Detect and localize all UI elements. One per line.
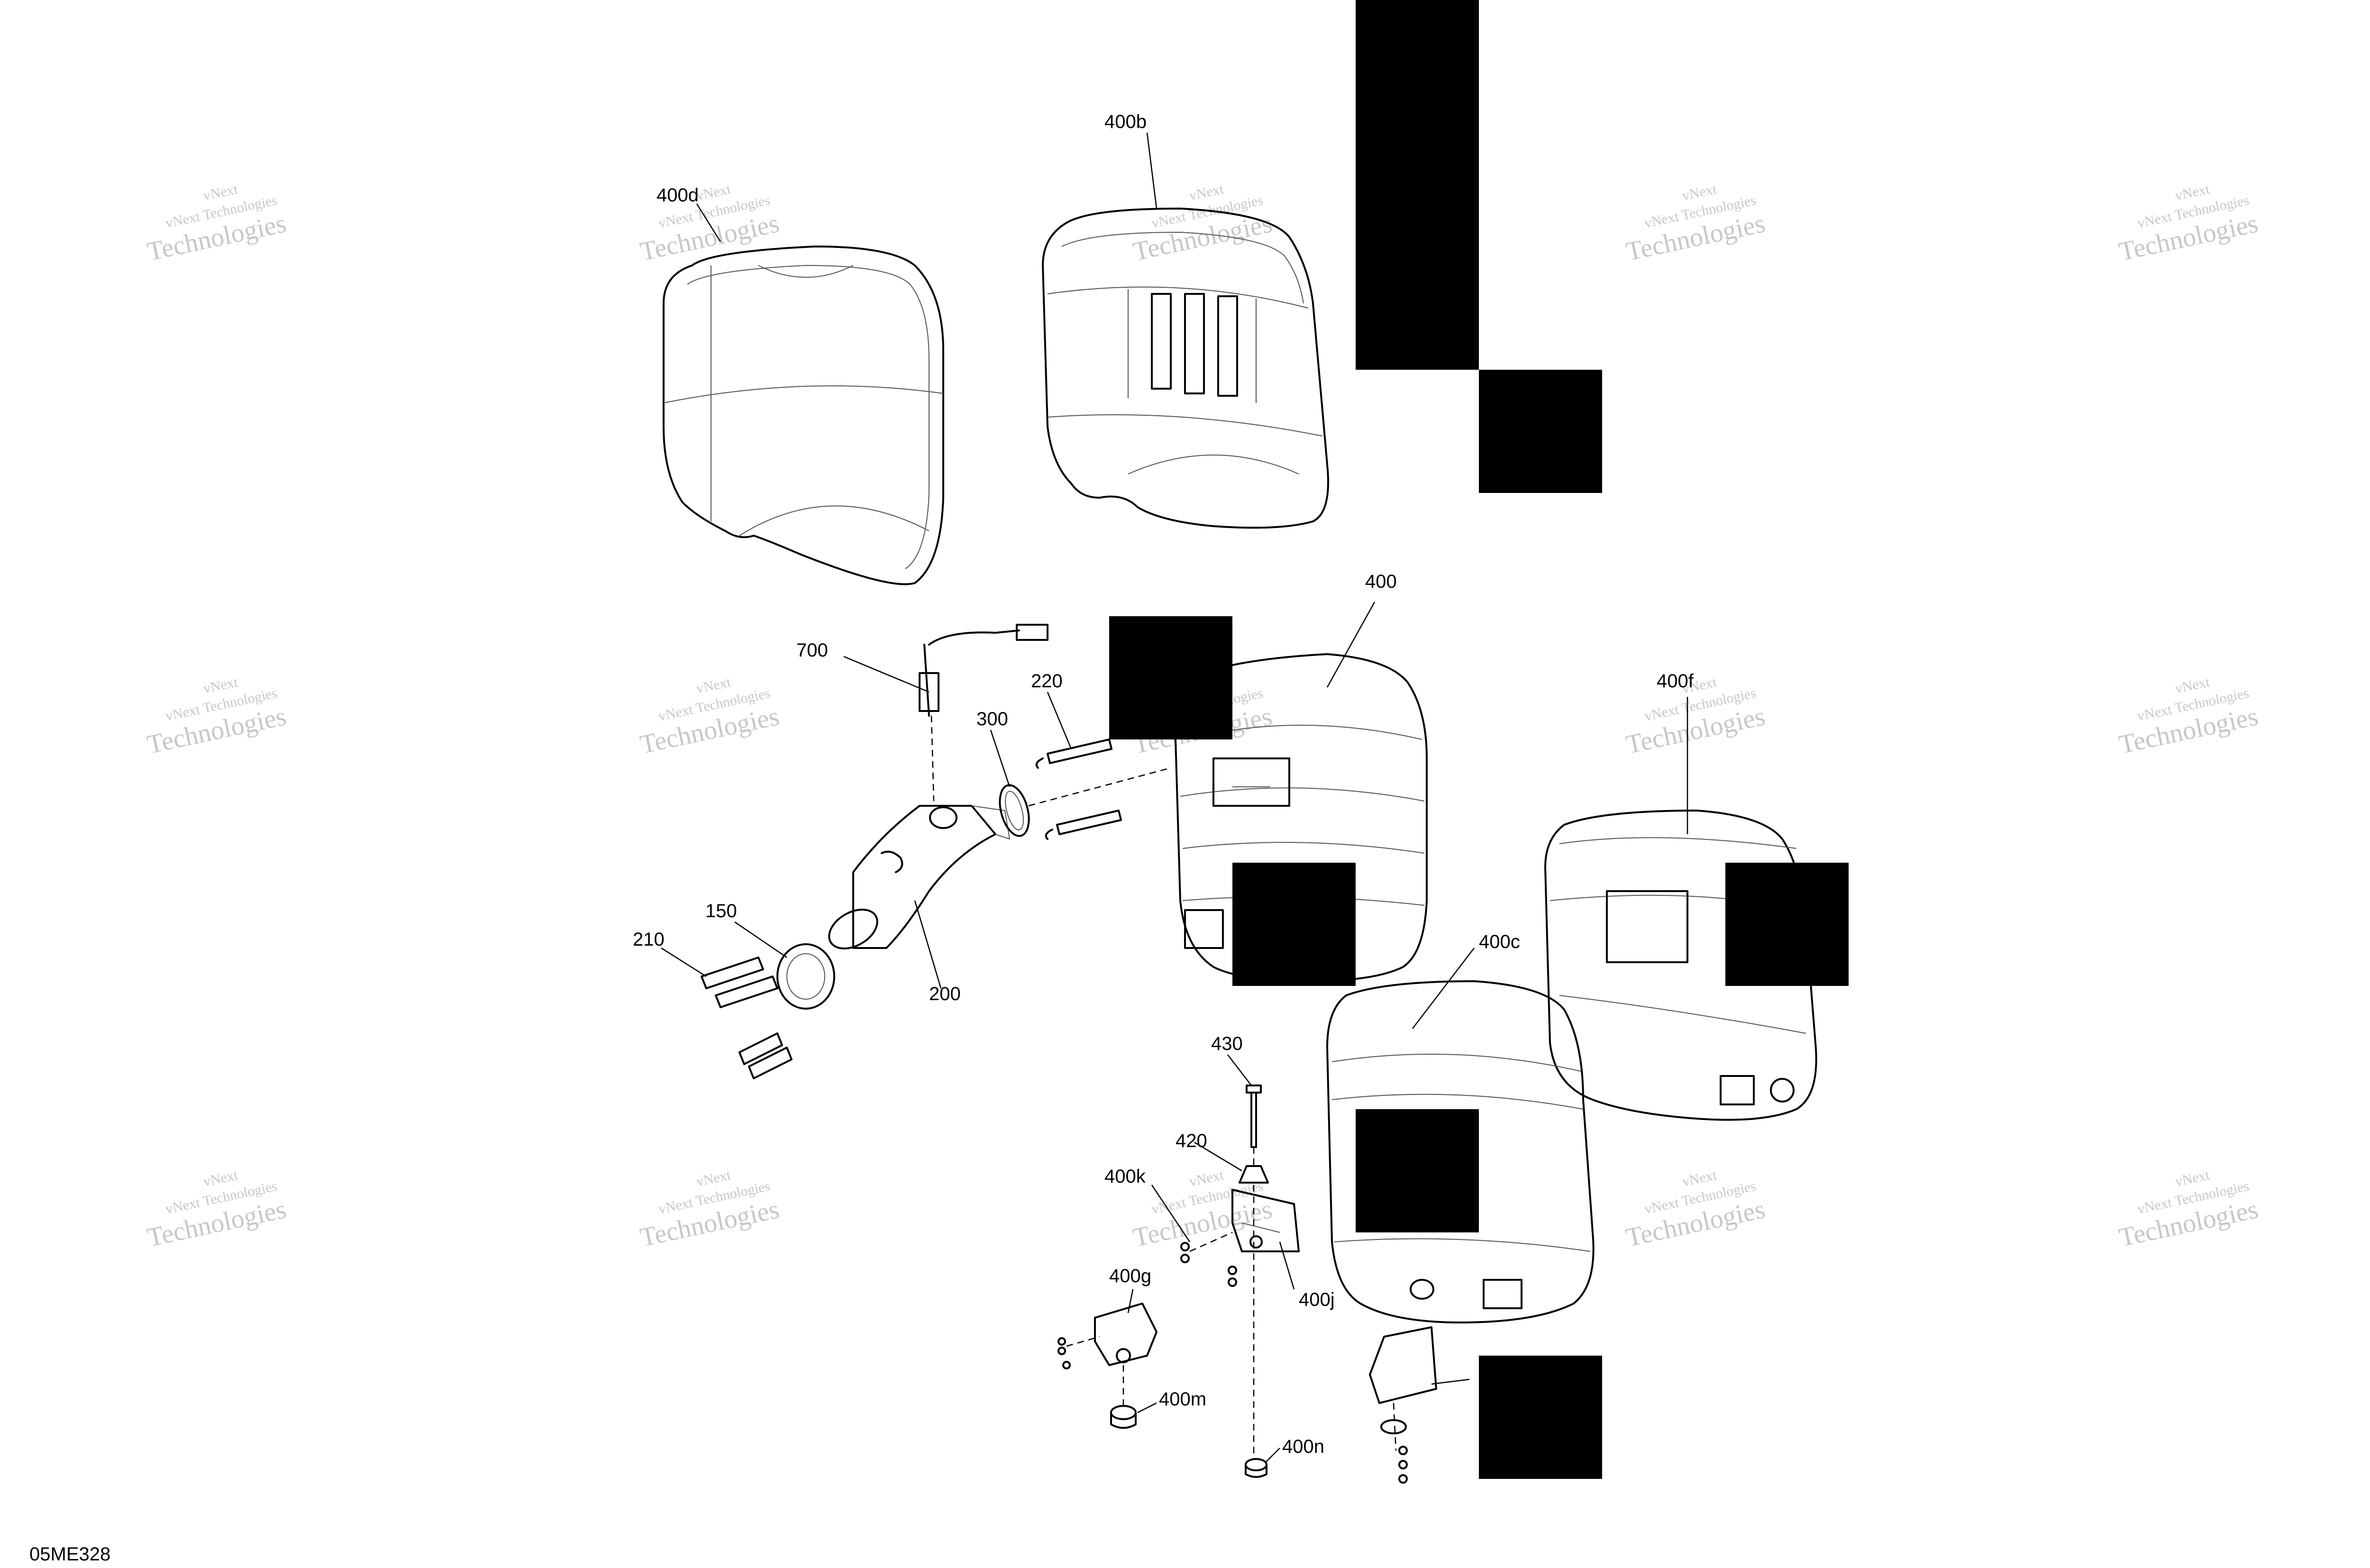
- callout-400c: 400c: [1479, 931, 1520, 952]
- redaction-blocks: [1109, 0, 1849, 1479]
- callout-150: 150: [705, 901, 737, 921]
- bolt-430: [1246, 1085, 1262, 1148]
- grommet-420: [1239, 1165, 1269, 1184]
- oxygen-sensor-700: [919, 624, 1048, 717]
- bracket-lower-right: [1369, 1326, 1437, 1484]
- watermark: vNext Technologies Technologies vNext: [2116, 181, 2261, 266]
- watermark: vNext Technologies Technologies vNext: [638, 181, 782, 266]
- callout-400b: 400b: [1104, 111, 1147, 132]
- watermark: vNext Technologies Technologies vNext: [145, 1167, 289, 1252]
- assembly-lines: [930, 715, 1397, 1460]
- svg-text:vNext: vNext: [202, 674, 239, 697]
- gasket-300: [999, 784, 1030, 837]
- bracket-400g: [1057, 1303, 1158, 1369]
- callout-420: 420: [1176, 1130, 1207, 1151]
- bracket-400j: [1231, 1189, 1300, 1252]
- watermark: vNext Technologies Technologies vNext: [2116, 1167, 2261, 1252]
- redaction-block: [1232, 863, 1356, 986]
- figure-id: 05ME328: [29, 1544, 110, 1565]
- springs-210: [701, 957, 793, 1079]
- callout-400k: 400k: [1104, 1166, 1146, 1187]
- watermark: vNext Technologies Technologies vNext: [1623, 181, 1768, 266]
- svg-text:vNext: vNext: [1681, 181, 1718, 204]
- svg-text:vNext: vNext: [1681, 1167, 1718, 1190]
- callout-400g: 400g: [1109, 1266, 1151, 1286]
- callout-labels: 400b 400d 400 400f 400c 700 220 300 150 …: [633, 111, 1694, 1457]
- svg-text:vNext: vNext: [695, 1167, 732, 1190]
- ring-150: [776, 943, 835, 1010]
- watermark: vNext Technologies Technologies vNext: [1130, 181, 1275, 266]
- svg-text:vNext: vNext: [2174, 1167, 2211, 1190]
- svg-text:vNext: vNext: [202, 181, 239, 204]
- redaction-block: [1356, 1109, 1479, 1232]
- svg-text:vNext: vNext: [695, 674, 732, 697]
- muffler-shell-400c: [1326, 980, 1595, 1323]
- callout-220: 220: [1031, 671, 1063, 692]
- svg-text:vNext: vNext: [1188, 1167, 1225, 1190]
- springs-220: [1035, 738, 1122, 840]
- svg-text:vNext: vNext: [1188, 181, 1225, 204]
- callout-200: 200: [929, 984, 961, 1004]
- callout-300: 300: [976, 709, 1008, 729]
- callout-400n: 400n: [1282, 1436, 1324, 1457]
- callout-430: 430: [1211, 1033, 1243, 1054]
- svg-text:vNext: vNext: [202, 1167, 239, 1190]
- redaction-block: [1109, 616, 1232, 739]
- watermark: vNext Technologies Technologies vNext: [638, 674, 782, 759]
- mount-400m: [1110, 1405, 1137, 1429]
- callout-210: 210: [633, 929, 665, 950]
- svg-text:vNext: vNext: [2174, 674, 2211, 697]
- callout-700: 700: [796, 640, 828, 661]
- outer-cover-400b: [1042, 208, 1329, 529]
- svg-text:vNext: vNext: [2174, 181, 2211, 204]
- redaction-block: [1356, 0, 1479, 370]
- svg-text:vNext: vNext: [695, 181, 732, 204]
- mount-400n: [1245, 1458, 1267, 1478]
- redaction-block: [1479, 1356, 1602, 1479]
- exhaust-pipe-200: [828, 805, 1011, 949]
- heat-shield-400d: [663, 246, 944, 585]
- callout-400m: 400m: [1159, 1389, 1206, 1410]
- callout-400: 400: [1365, 571, 1397, 592]
- watermark: vNext Technologies Technologies vNext: [638, 1167, 782, 1252]
- callout-400j: 400j: [1299, 1289, 1335, 1310]
- watermark: vNext Technologies Technologies vNext: [1623, 1167, 1768, 1252]
- callout-400f: 400f: [1657, 671, 1694, 692]
- watermark: vNext Technologies Technologies vNext: [2116, 674, 2261, 759]
- leader-lines: [661, 132, 1688, 1463]
- redaction-block: [1479, 370, 1602, 493]
- watermark: vNext Technologies Technologies vNext: [145, 181, 289, 266]
- watermark: vNext Technologies Technologies vNext: [145, 674, 289, 759]
- redaction-block: [1725, 863, 1849, 986]
- screws-400k: [1180, 1242, 1237, 1287]
- callout-400d: 400d: [656, 185, 699, 206]
